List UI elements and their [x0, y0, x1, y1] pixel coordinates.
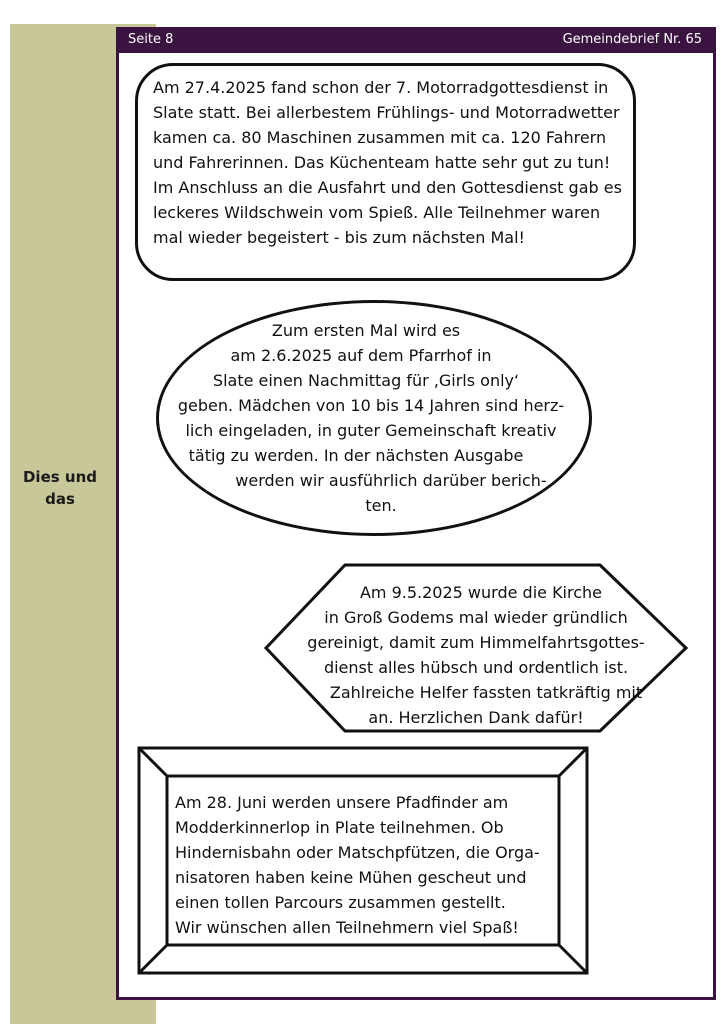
article-line: mal wieder begeistert - bis zum nächsten… — [153, 228, 525, 247]
article-line: werden wir ausführlich darüber berich- — [235, 471, 547, 490]
article-scouts: Am 28. Juni werden unsere Pfadfinder am … — [175, 790, 559, 940]
article-line: dienst alles hübsch und ordentlich ist. — [323, 658, 629, 677]
article-line: Am 27.4.2025 fand schon der 7. Motorradg… — [153, 78, 609, 97]
publication-title: Gemeindebrief Nr. 65 — [562, 32, 702, 47]
article-line: Zum ersten Mal wird es — [271, 321, 461, 340]
article-line: Am 9.5.2025 wurde die Kirche — [359, 583, 603, 602]
page-header: Seite 8 Gemeindebrief Nr. 65 — [116, 27, 716, 53]
article-line: Slate statt. Bei allerbestem Frühlings- … — [153, 103, 620, 122]
article-line: einen tollen Parcours zusammen gestellt. — [175, 893, 506, 912]
article-line: gereinigt, damit zum Himmelfahrtsgottes- — [307, 633, 645, 652]
section-title: Dies und das — [10, 466, 110, 510]
page-number: Seite 8 — [128, 32, 174, 47]
article-line: Wir wünschen allen Teilnehmern viel Spaß… — [175, 918, 519, 937]
article-line: Slate einen Nachmittag für ‚Girls only‘ — [212, 371, 520, 390]
article-line: leckeres Wildschwein vom Spieß. Alle Tei… — [153, 203, 601, 222]
article-line: kamen ca. 80 Maschinen zusammen mit ca. … — [153, 128, 607, 147]
article-girls-only-box — [156, 300, 592, 536]
section-title-line: das — [45, 490, 75, 508]
article-church-cleaning: Am 9.5.2025 wurde die Kirche in Groß God… — [266, 580, 686, 730]
article-motorcycle: Am 27.4.2025 fand schon der 7. Motorradg… — [153, 75, 623, 250]
article-line: Am 28. Juni werden unsere Pfadfinder am — [175, 793, 509, 812]
article-line: geben. Mädchen von 10 bis 14 Jahren sind… — [177, 396, 565, 415]
article-line: tätig zu werden. In der nächsten Ausgabe — [188, 446, 524, 465]
article-line: Zahlreiche Helfer fassten tatkräftig mit — [329, 683, 643, 702]
article-line: am 2.6.2025 auf dem Pfarrhof in — [230, 346, 492, 365]
article-line: an. Herzlichen Dank dafür! — [368, 708, 584, 727]
article-line: ten. — [365, 496, 397, 515]
article-line: lich eingeladen, in guter Gemeinschaft k… — [185, 421, 557, 440]
article-motorcycle-box — [135, 63, 636, 281]
article-line: Modderkinnerlop in Plate teilnehmen. Ob — [175, 818, 504, 837]
article-girls-only: Zum ersten Mal wird es am 2.6.2025 auf d… — [156, 318, 586, 518]
article-line: Im Anschluss an die Ausfahrt und den Got… — [153, 178, 622, 197]
article-line: nisatoren haben keine Mühen gescheut und — [175, 868, 527, 887]
section-title-line: Dies und — [22, 468, 97, 486]
article-line: in Groß Godems mal wieder gründlich — [324, 608, 628, 627]
article-line: Hindernisbahn oder Matschpfützen, die Or… — [175, 843, 540, 862]
article-line: und Fahrerinnen. Das Küchenteam hatte se… — [153, 153, 611, 172]
